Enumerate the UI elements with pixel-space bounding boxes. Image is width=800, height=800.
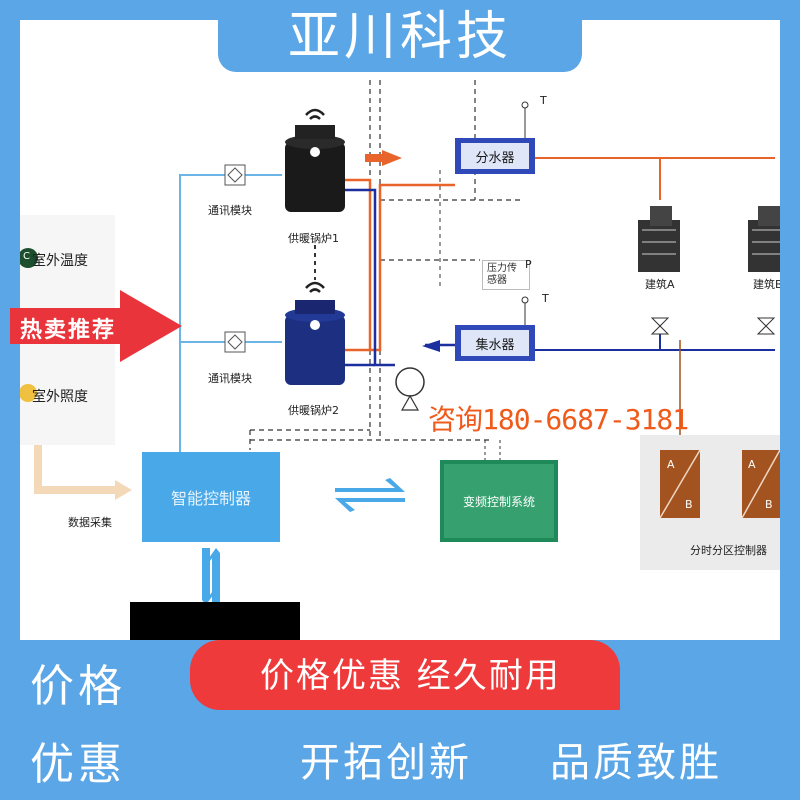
collector-label: 集水器 [475, 337, 515, 353]
pressure-sensor-p: P [525, 258, 532, 271]
comm-module-icon [224, 331, 246, 353]
data-collect-label: 数据采集 [68, 516, 112, 529]
valve-icon [650, 317, 670, 327]
hot-pipe [345, 178, 455, 352]
boiler-1-label: 供暖锅炉1 [288, 232, 339, 245]
slogan-1: 开拓创新 [300, 740, 472, 786]
consult-phone[interactable]: 咨询180-6687-3181 [428, 403, 689, 436]
bidirectional-arrow-icon [335, 498, 405, 512]
valve-icon [756, 325, 776, 335]
zone-b1: B [685, 498, 693, 511]
bidirectional-arrow-icon [335, 478, 405, 492]
outdoor-temp-label: 室外温度 [32, 253, 88, 269]
zone-a2: A [748, 458, 756, 471]
vfd-box [444, 464, 554, 538]
collector-box [461, 330, 529, 356]
pump-icon [395, 367, 425, 397]
cold-pipe [345, 188, 395, 367]
comm-module-2-label: 通讯模块 [208, 372, 252, 385]
building-a-label: 建筑A [645, 278, 675, 291]
red-promo-band [190, 640, 620, 710]
c-icon-label: C [23, 251, 30, 262]
zone-b2: B [765, 498, 773, 511]
temp-t2-label: T [542, 292, 549, 305]
comm-module-icon [227, 167, 243, 183]
brand-banner [218, 0, 582, 72]
distributor-box [461, 143, 529, 169]
temp-sensor [521, 101, 529, 109]
updown-arrow-icon [204, 548, 220, 605]
system-diagram [20, 80, 780, 640]
hot-tag-label[interactable]: 热卖推荐 [20, 318, 117, 343]
hot-tag-shape [10, 290, 182, 362]
data-collect-arrow [34, 445, 115, 494]
price-panel [0, 640, 190, 800]
outdoor-light-label: 室外照度 [32, 389, 88, 405]
comm-module-icon [224, 164, 246, 186]
valve-icon [650, 325, 670, 335]
diagram-frame: 室外温度 C 室外照度 数据采集 通讯模块 通讯模块 供暖锅炉1 供暖锅炉2 分… [20, 20, 780, 640]
pump-icon [400, 394, 420, 411]
temp-t1-label: T [540, 94, 547, 107]
building-b-icon [748, 206, 780, 272]
boiler-2-icon [285, 281, 345, 385]
smart-controller-box [142, 452, 280, 542]
vfd-label: 变频控制系统 [462, 494, 535, 509]
red-band-text: 价格优惠 经久耐用 [260, 656, 561, 696]
slogan-panel [190, 710, 800, 800]
building-b-label: 建筑B [753, 278, 780, 291]
valve-icon [756, 317, 776, 327]
price-label-1: 价格 [30, 661, 126, 712]
price-label-2: 优惠 [30, 739, 126, 790]
data-collect-arrow [115, 480, 132, 500]
slogan-2: 品质致胜 [550, 740, 722, 786]
smart-controller-label: 智能控制器 [170, 489, 251, 508]
light-sensor-icon [20, 384, 37, 402]
hot-flow-arrow [365, 154, 385, 162]
boiler-2-label: 供暖锅炉2 [288, 404, 339, 417]
comm-module-icon [227, 334, 243, 350]
pressure-sensor-label: 压力传感器 [482, 260, 530, 290]
zone-a1: A [667, 458, 675, 471]
cold-flow-arrow [422, 340, 440, 352]
logo-box [130, 602, 300, 640]
zone-controller-label: 分时分区控制器 [690, 544, 767, 557]
distributor-label: 分水器 [475, 150, 515, 166]
temp-sensor [521, 296, 529, 304]
signal-line [179, 174, 225, 520]
brand-title: 亚川科技 [287, 7, 512, 67]
building-a-icon [638, 206, 680, 272]
temp-sensor-icon [20, 248, 38, 268]
boiler-1-icon [285, 108, 345, 212]
comm-module-1-label: 通讯模块 [208, 204, 252, 217]
hot-pipe [535, 157, 661, 200]
hot-flow-arrow [382, 150, 402, 166]
